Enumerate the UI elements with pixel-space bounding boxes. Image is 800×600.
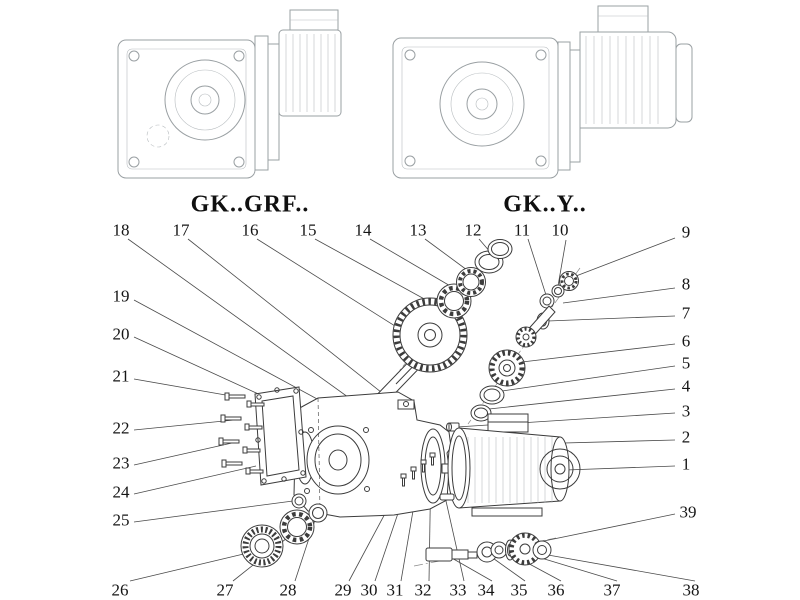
callout-35: 35 [508, 580, 530, 600]
variant-label-grf: GK..GRF.. [190, 191, 310, 218]
callout-18: 18 [110, 220, 132, 240]
callout-36: 36 [545, 580, 567, 600]
assembled-gearbox-grf [117, 9, 342, 179]
callout-12: 12 [462, 220, 484, 240]
callout-24: 24 [110, 482, 132, 502]
callout-29: 29 [332, 580, 354, 600]
mounting-plate-and-bolts [218, 386, 307, 509]
callout-3: 3 [679, 401, 693, 421]
callout-19: 19 [110, 286, 132, 306]
callout-11: 11 [511, 220, 533, 240]
callout-2: 2 [679, 427, 693, 447]
callout-37: 37 [601, 580, 623, 600]
callout-31: 31 [384, 580, 406, 600]
input-pinion-group [446, 271, 579, 432]
callout-6: 6 [679, 331, 693, 351]
callout-13: 13 [407, 220, 429, 240]
callout-28: 28 [277, 580, 299, 600]
callout-8: 8 [679, 274, 693, 294]
input-bearing-stack [436, 239, 513, 319]
variant-label-y: GK..Y.. [503, 191, 587, 218]
callout-20: 20 [110, 324, 132, 344]
callout-26: 26 [109, 580, 131, 600]
callout-14: 14 [352, 220, 374, 240]
callout-38: 38 [680, 580, 702, 600]
output-shaft-assembly [425, 532, 552, 566]
callout-5: 5 [679, 353, 693, 373]
callout-32: 32 [412, 580, 434, 600]
motor-fasteners [400, 452, 455, 501]
callout-21: 21 [110, 366, 132, 386]
callout-25: 25 [110, 510, 132, 530]
callout-22: 22 [110, 418, 132, 438]
electric-motor [441, 413, 581, 517]
callout-39: 39 [677, 502, 699, 522]
callout-34: 34 [475, 580, 497, 600]
exploded-view [218, 239, 581, 568]
callout-30: 30 [358, 580, 380, 600]
callout-7: 7 [679, 303, 693, 323]
callout-9: 9 [679, 222, 693, 242]
callout-33: 33 [447, 580, 469, 600]
output-bearing-stack [240, 503, 328, 568]
gear-housing [293, 391, 452, 518]
callout-27: 27 [214, 580, 236, 600]
callout-15: 15 [297, 220, 319, 240]
callout-4: 4 [679, 376, 693, 396]
callout-17: 17 [170, 220, 192, 240]
callout-10: 10 [549, 220, 571, 240]
assembled-gearbox-y [392, 5, 693, 179]
callout-1: 1 [679, 454, 693, 474]
callout-23: 23 [110, 453, 132, 473]
callout-16: 16 [239, 220, 261, 240]
